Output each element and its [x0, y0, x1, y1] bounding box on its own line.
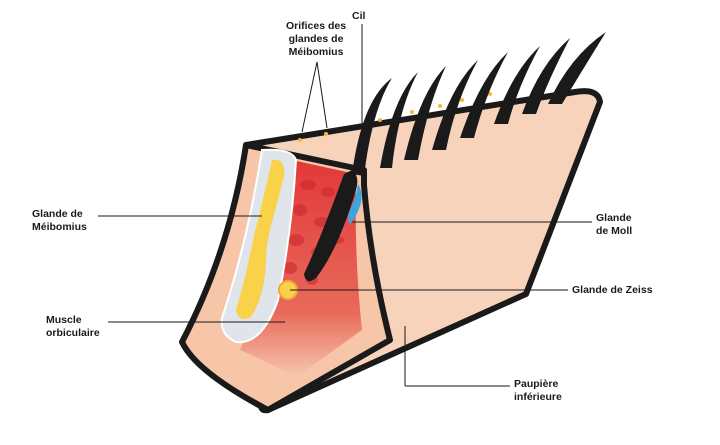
label-paupiere-line-2: inférieure — [514, 391, 562, 403]
label-moll-line-1: Glande — [596, 212, 632, 224]
label-orifices-line-3: Méibomius — [288, 46, 344, 58]
meibomian-orifices — [298, 92, 492, 142]
label-cil: Cil — [352, 10, 365, 23]
label-muscle-line-2: orbiculaire — [46, 327, 100, 339]
label-meibomius: Glande de Méibomius — [32, 208, 87, 234]
label-meibomius-line-2: Méibomius — [32, 221, 87, 233]
label-paupiere-line-1: Paupière — [514, 378, 559, 390]
label-moll: Glande de Moll — [596, 212, 632, 238]
label-meibomius-line-1: Glande de — [32, 208, 83, 220]
label-orifices: Orifices des glandes de Méibomius — [268, 20, 364, 59]
label-cil-text: Cil — [352, 10, 366, 22]
leader-lines — [98, 24, 592, 387]
eyelashes — [352, 32, 606, 176]
label-orifices-line-1: Orifices des — [285, 20, 347, 32]
label-orifices-line-2: glandes de — [288, 33, 344, 45]
label-zeiss: Glande de Zeiss — [572, 284, 653, 297]
label-muscle-line-1: Muscle — [46, 314, 82, 326]
eyelash-follicle — [304, 170, 358, 282]
label-moll-line-2: de Moll — [596, 225, 633, 237]
label-muscle: Muscle orbiculaire — [46, 314, 100, 340]
label-zeiss-text: Glande de Zeiss — [572, 284, 653, 296]
label-paupiere: Paupière inférieure — [514, 378, 562, 404]
meibomian-gland — [236, 159, 285, 319]
moll-gland — [348, 184, 362, 224]
